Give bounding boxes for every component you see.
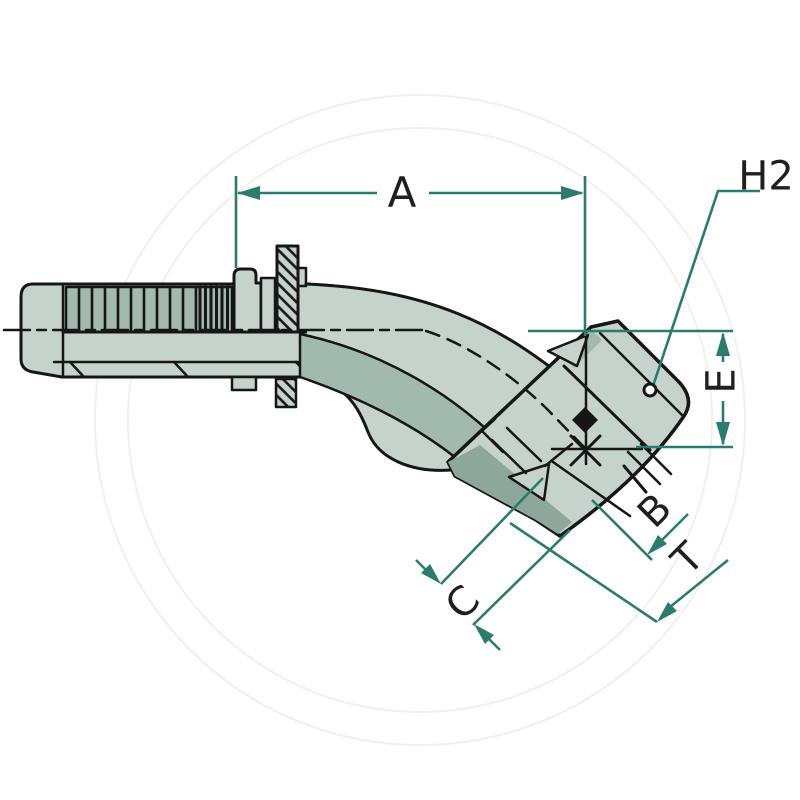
collar bbox=[232, 267, 263, 334]
dim-label-c: C bbox=[437, 577, 489, 629]
dimension-e bbox=[528, 329, 733, 449]
arrow-diag-icon bbox=[647, 535, 667, 555]
dimension-b bbox=[591, 499, 689, 561]
dimension-a bbox=[234, 176, 587, 336]
arrow-diag-icon bbox=[421, 564, 441, 584]
arrow-up-icon bbox=[716, 332, 730, 356]
arrow-down-icon bbox=[716, 422, 730, 446]
dimension-t bbox=[509, 521, 729, 624]
center-cross bbox=[569, 434, 602, 467]
dim-label-e: E bbox=[698, 368, 744, 393]
hose-barb-shank bbox=[19, 266, 314, 379]
swivel-nut bbox=[446, 319, 691, 538]
arrow-right-icon bbox=[561, 186, 584, 200]
crimp-hatch-sections bbox=[230, 244, 300, 409]
center-diamond bbox=[572, 407, 598, 433]
dimension-h2-leader bbox=[642, 189, 760, 398]
watermark-circle bbox=[94, 94, 746, 746]
arrow-diag-icon bbox=[474, 624, 494, 644]
arrow-left-icon bbox=[237, 186, 260, 200]
centerlines bbox=[2, 328, 586, 449]
tube-lip bbox=[546, 333, 590, 368]
dim-label-a: A bbox=[388, 168, 417, 217]
dimension-c bbox=[415, 477, 571, 651]
dim-label-h2: H2 bbox=[738, 153, 794, 199]
seal-nose bbox=[507, 462, 551, 502]
arrow-diag-icon bbox=[657, 602, 677, 622]
thread-lines bbox=[626, 442, 673, 486]
leader-dot-icon bbox=[642, 382, 658, 398]
